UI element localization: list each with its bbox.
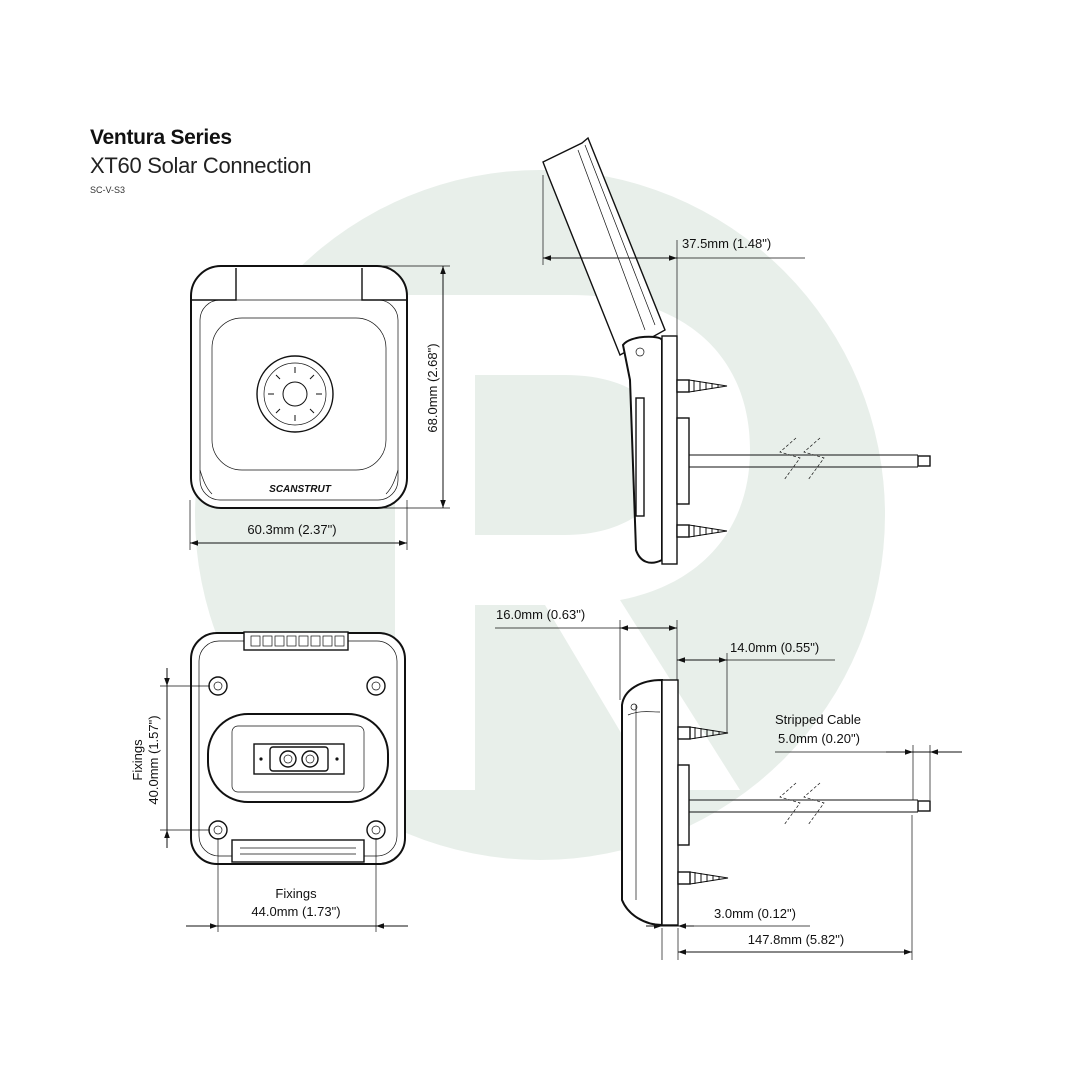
cable-upper	[689, 437, 931, 481]
screw-lower	[676, 524, 728, 538]
lid-open-dimension: 37.5mm (1.48")	[682, 236, 771, 251]
front-view: SCANSTRUT	[190, 265, 408, 509]
rear-view	[190, 631, 406, 865]
fixings-vertical-label: Fixings	[130, 739, 145, 781]
brand-logo: SCANSTRUT	[269, 484, 332, 495]
fixings-horizontal-value: 44.0mm (1.73")	[251, 904, 340, 919]
stripped-cable-value: 5.0mm (0.20")	[778, 731, 860, 746]
vent-top	[243, 631, 349, 651]
rear-dimensions: Fixings 40.0mm (1.57") Fixings 44.0mm (1…	[130, 668, 408, 932]
front-dimensions: 68.0mm (2.68") 60.3mm (2.37")	[189, 265, 450, 550]
flange-dimension: 3.0mm (0.12")	[714, 906, 796, 921]
title-block: Ventura Series XT60 Solar Connection SC-…	[90, 126, 311, 195]
screw-upper-closed	[677, 726, 729, 740]
fixings-vertical-value: 40.0mm (1.57")	[146, 715, 161, 804]
cable-lower	[689, 782, 931, 826]
product-code: SC-V-S3	[90, 185, 126, 195]
fixings-horizontal-label: Fixings	[275, 886, 317, 901]
sun-icon	[268, 367, 322, 421]
series-title: Ventura Series	[90, 126, 232, 149]
side-view-closed	[621, 678, 931, 927]
fixing-hole	[208, 820, 228, 840]
cable-length-dimension: 147.8mm (5.82")	[748, 932, 844, 947]
width-dimension: 60.3mm (2.37")	[247, 522, 336, 537]
depth-dimension: 16.0mm (0.63")	[496, 607, 585, 622]
stripped-cable-label: Stripped Cable	[775, 712, 861, 727]
side-view-open	[542, 136, 931, 565]
side-dimensions: 16.0mm (0.63") 14.0mm (0.55") Stripped C…	[495, 607, 962, 960]
screw-upper	[676, 379, 728, 393]
vent-bottom	[231, 839, 365, 863]
product-title: XT60 Solar Connection	[90, 153, 312, 178]
height-dimension: 68.0mm (2.68")	[425, 343, 440, 432]
xt60-connector	[253, 743, 345, 775]
lid-dimensions: 37.5mm (1.48")	[542, 175, 805, 338]
screw-length-dimension: 14.0mm (0.55")	[730, 640, 819, 655]
screw-lower-closed	[677, 871, 729, 885]
fixing-hole	[208, 676, 228, 696]
fixing-hole	[366, 676, 386, 696]
fixing-hole	[366, 820, 386, 840]
